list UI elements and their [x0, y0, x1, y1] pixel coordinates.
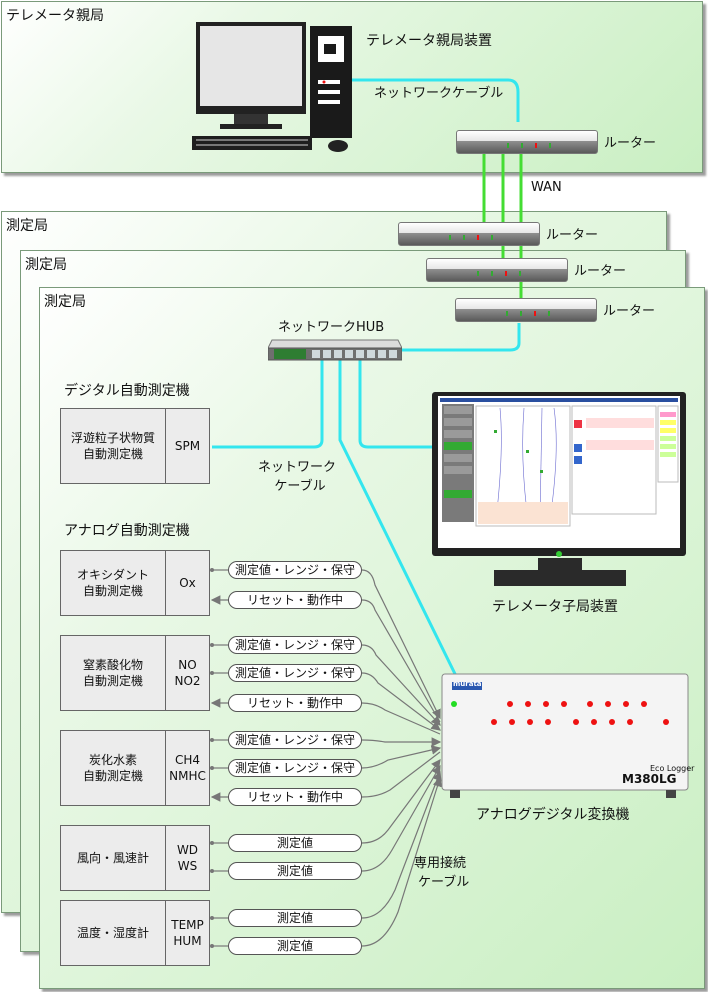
ox-signal-measure-range: 測定値・レンジ・保守 — [228, 561, 362, 579]
temp-code-line2: HUM — [173, 934, 202, 948]
hub-monitor-cable — [358, 360, 438, 449]
hc-signal-reset-run: リセット・動作中 — [228, 788, 362, 806]
converter-label: アナログデジタル変換機 — [476, 807, 630, 823]
station-title-2: 測定局 — [25, 257, 67, 273]
master-device-label: テレメータ親局装置 — [366, 33, 492, 49]
station-router-3 — [455, 298, 597, 322]
slave-monitor-icon — [432, 392, 686, 586]
wind-signal-measure-1: 測定値 — [228, 834, 362, 852]
digital-cable-line1: ネットワーク — [258, 460, 337, 475]
digital-cable-label: ネットワーク ケーブル — [258, 456, 336, 494]
hc-name-line1: 炭化水素 — [88, 753, 137, 767]
station-router-1 — [398, 222, 540, 246]
spm-instrument: 浮遊粒子状物質 自動測定機 SPM — [60, 408, 210, 484]
master-network-cable — [352, 78, 520, 122]
hc-name-line2: 自動測定機 — [82, 769, 143, 783]
temp-code-line1: TEMP — [171, 918, 204, 932]
ox-name-line2: 自動測定機 — [82, 584, 143, 598]
spm-name-line1: 浮遊粒子状物質 — [70, 431, 155, 445]
hub-label: ネットワークHUB — [278, 320, 385, 335]
wind-signal-measure-2: 測定値 — [228, 862, 362, 880]
ox-instrument: オキシダント 自動測定機 Ox — [60, 550, 210, 616]
nox-instrument: 窒素酸化物 自動測定機 NO NO2 — [60, 635, 210, 711]
dedicated-cable-line2: ケーブル — [418, 875, 470, 890]
station-title-1: 測定局 — [6, 218, 48, 234]
wind-instrument: 風向・風速計 WD WS — [60, 825, 210, 891]
temp-signal-measure-2: 測定値 — [228, 937, 362, 955]
temp-name-line1: 温度・湿度計 — [76, 926, 149, 940]
hub-spm-cable — [212, 360, 324, 449]
hc-code-line1: CH4 — [174, 753, 201, 767]
hc-signal-measure-range-2: 測定値・レンジ・保守 — [228, 759, 362, 777]
ox-signal-reset-run: リセット・動作中 — [228, 591, 362, 609]
ox-name-line1: オキシダント — [76, 568, 149, 582]
wind-name-line1: 風向・風速計 — [76, 851, 149, 865]
signal-wires — [210, 569, 443, 947]
nox-code-line1: NO — [178, 658, 197, 672]
converter-model-line1: Eco Logger — [650, 764, 695, 773]
station-router-label-1: ルーター — [546, 228, 599, 243]
wind-code-line2: WS — [177, 859, 198, 873]
hc-code-line2: NMHC — [169, 769, 206, 783]
spm-name-line2: 自動測定機 — [82, 447, 143, 461]
master-cable-label: ネットワークケーブル — [374, 86, 504, 101]
dedicated-cable-line1: 専用接続 — [414, 856, 467, 871]
temp-instrument: 温度・湿度計 TEMP HUM — [60, 900, 210, 966]
network-hub-icon — [268, 339, 402, 361]
station-router-label-2: ルーター — [574, 264, 627, 279]
station-router-2 — [426, 258, 568, 282]
converter-model-line2: M380LG — [622, 772, 677, 786]
dedicated-cable-label: 専用接続 ケーブル — [414, 852, 469, 890]
nox-signal-reset-run: リセット・動作中 — [228, 694, 362, 712]
hub-converter-cable — [338, 360, 460, 681]
station-router-label-3: ルーター — [603, 304, 656, 319]
digital-cable-line2: ケーブル — [274, 479, 326, 494]
master-router-label: ルーター — [604, 136, 657, 151]
station-title-3: 測定局 — [44, 294, 86, 310]
hc-instrument: 炭化水素 自動測定機 CH4 NMHC — [60, 730, 210, 806]
digital-section-title: デジタル自動測定機 — [64, 383, 190, 399]
nox-name-line1: 窒素酸化物 — [82, 658, 143, 672]
nox-code-line2: NO2 — [174, 674, 201, 688]
router-hub-cable — [398, 323, 521, 352]
nox-signal-measure-range-2: 測定値・レンジ・保守 — [228, 664, 362, 682]
analog-section-title: アナログ自動測定機 — [64, 523, 190, 539]
converter-brand: murata — [453, 680, 482, 688]
converter-device-icon — [441, 673, 689, 798]
ox-code-line1: Ox — [179, 576, 196, 590]
temp-signal-measure-1: 測定値 — [228, 909, 362, 927]
slave-device-label: テレメータ子局装置 — [492, 599, 618, 615]
master-station-title: テレメータ親局 — [6, 8, 104, 24]
nox-signal-measure-range-1: 測定値・レンジ・保守 — [228, 636, 362, 654]
spm-code: SPM — [165, 409, 209, 483]
wan-label: WAN — [531, 180, 562, 195]
master-router — [456, 130, 598, 154]
hc-signal-measure-range-1: 測定値・レンジ・保守 — [228, 731, 362, 749]
master-computer-icon — [192, 22, 352, 152]
nox-name-line2: 自動測定機 — [82, 674, 143, 688]
wind-code-line1: WD — [176, 843, 199, 857]
